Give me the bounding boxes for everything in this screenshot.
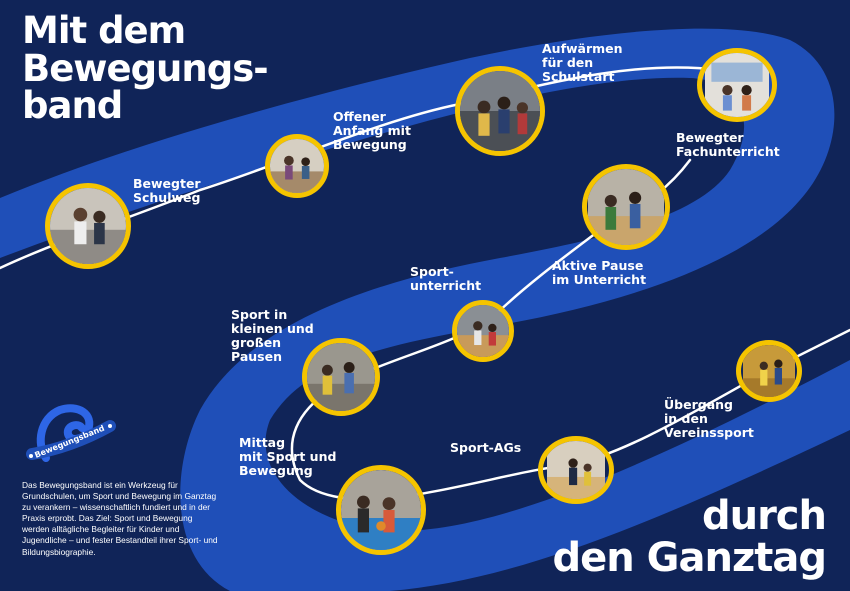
label-bewegter-fachunterricht: Bewegter Fachunterricht xyxy=(676,130,780,159)
schoolyard-play-photo xyxy=(302,338,380,416)
label-aktive-pause: Aktive Pause im Unterricht xyxy=(552,258,647,287)
classroom-exercise-photo xyxy=(697,48,777,122)
label-offener-anfang: Offener Anfang mit Bewegung xyxy=(333,109,411,152)
gym-hall-photo xyxy=(582,164,670,250)
label-aufwaermen: Aufwärmen für den Schulstart xyxy=(542,41,623,84)
title-line-3: band xyxy=(22,84,123,128)
label-bewegter-schulweg: Bewegter Schulweg xyxy=(133,176,201,205)
main-title: Mit dem Bewegungs- band xyxy=(22,9,269,128)
classroom-activity-photo xyxy=(265,134,329,198)
sports-lesson-photo xyxy=(452,300,514,362)
label-uebergang-vereinssport: Übergang in den Vereinssport xyxy=(664,397,754,440)
title-line-1: Mit dem xyxy=(22,9,186,52)
basketball-photo xyxy=(736,340,802,402)
blue-band xyxy=(0,28,850,591)
lunch-sports-photo xyxy=(336,465,426,555)
label-sportunterricht: Sport- unterricht xyxy=(410,264,482,293)
bottom-title-line-1: durch xyxy=(701,493,827,539)
walking-children-photo xyxy=(45,183,131,269)
bottom-title-line-2: den Ganztag xyxy=(552,535,827,581)
label-sport-in-pausen: Sport in kleinen und großen Pausen xyxy=(231,307,314,364)
title-line-2: Bewegungs- xyxy=(22,46,269,90)
label-sport-ags: Sport-AGs xyxy=(450,440,522,455)
sports-club-photo xyxy=(538,436,614,504)
group-gathering-photo xyxy=(455,66,545,156)
bewegungsband-logo: Bewegungsband xyxy=(26,404,116,462)
description-text: Das Bewegungsband ist ein Werkzeug für G… xyxy=(22,480,218,557)
label-mittag: Mittag mit Sport und Bewegung xyxy=(239,435,337,478)
